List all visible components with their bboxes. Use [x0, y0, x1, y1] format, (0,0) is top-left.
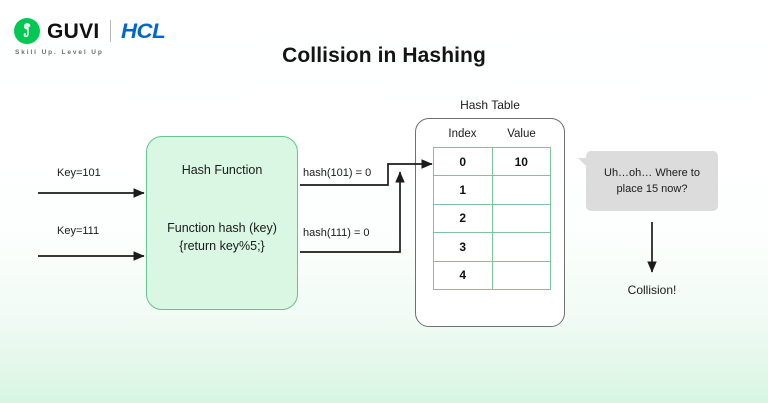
input-key-label-101: Key=101: [57, 167, 101, 179]
brand-tagline: Skill Up. Level Up: [15, 49, 104, 56]
table-row: 1: [434, 176, 551, 205]
brand-logo-row: GUVI HCL: [14, 18, 166, 44]
hash-table-index-cell: 1: [434, 176, 493, 204]
table-row: 2: [434, 204, 551, 234]
table-row: 3: [434, 233, 551, 262]
hash-table-header-row: Index Value: [433, 128, 551, 140]
brand-logo-group: GUVI HCL Skill Up. Level Up: [14, 18, 166, 56]
hash-table-value-cell: [493, 205, 551, 232]
hash-table-grid: 0 10 1 2 3 4: [433, 147, 551, 290]
guvi-circle-glyph-icon: [14, 18, 40, 44]
guvi-wordmark: GUVI: [47, 19, 100, 43]
hash-function-box: Hash Function Function hash (key) {retur…: [146, 136, 298, 310]
speech-bubble: Uh…oh… Where to place 15 now?: [586, 151, 718, 211]
hash-table-column-value: Value: [507, 128, 536, 140]
brand-divider: [109, 20, 111, 42]
hash-table-index-cell: 2: [434, 204, 493, 233]
hash-function-title: Hash Function: [181, 163, 263, 177]
table-row: 4: [434, 261, 551, 290]
hash-table-value-cell: [493, 176, 551, 203]
hash-function-code-line-1: Function hash (key): [167, 221, 277, 235]
hash-table-title: Hash Table: [460, 98, 520, 112]
page-title: Collision in Hashing: [282, 44, 486, 67]
hash-result-label-111: hash(111) = 0: [303, 227, 370, 239]
hash-table-value-cell: 10: [514, 154, 528, 169]
hash-result-label-101: hash(101) = 0: [303, 167, 372, 179]
input-key-label-111: Key=111: [57, 225, 100, 237]
arrow-hash-111: [300, 171, 405, 253]
hash-function-code: Function hash (key) {return key%5;}: [167, 219, 277, 255]
collision-result-label: Collision!: [627, 283, 677, 297]
hash-table-value-cell: [493, 262, 551, 289]
speech-bubble-tail: [578, 158, 587, 167]
hash-table-index-cell: 4: [434, 261, 493, 289]
hash-table-index-cell: 3: [434, 233, 493, 261]
table-row: 0 10: [434, 148, 550, 177]
hash-function-code-line-2: {return key%5;}: [179, 239, 265, 254]
hash-table-column-index: Index: [448, 128, 477, 140]
hash-table-value-cell: [493, 233, 551, 260]
hash-table-index-cell: 0: [434, 148, 493, 176]
hcl-wordmark: HCL: [120, 19, 166, 43]
